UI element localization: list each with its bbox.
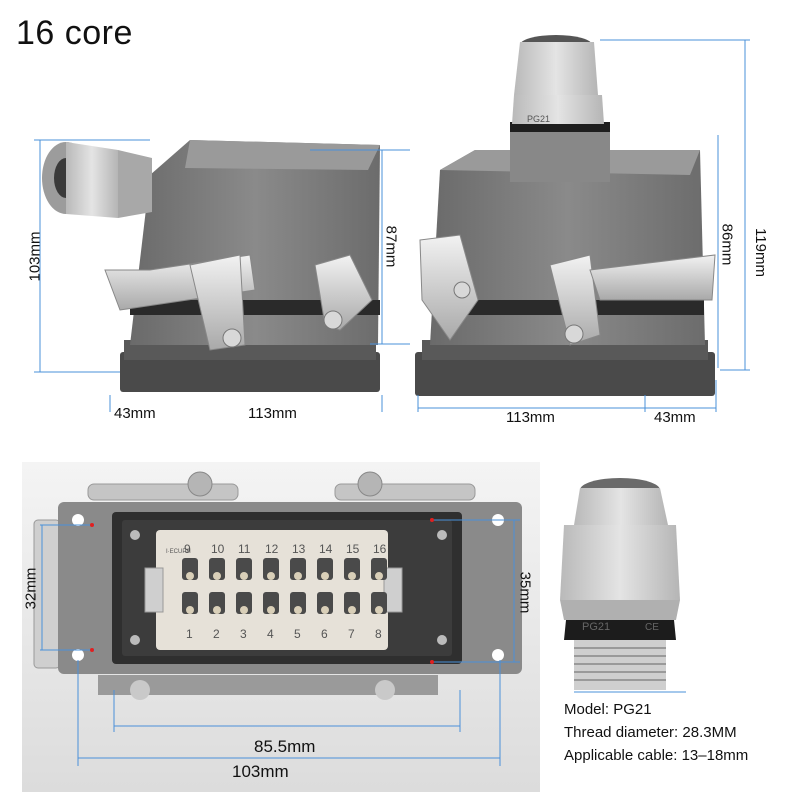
spec-model: Model: PG21 [564, 701, 652, 718]
pin-number-top: 14 [319, 542, 333, 556]
gland-mark: CE [645, 622, 659, 633]
pin-number-top: 13 [292, 542, 306, 556]
contact-slot [182, 592, 198, 614]
pin-number-bottom: 1 [186, 627, 193, 641]
left-gland-icon [42, 142, 152, 218]
face-view [33, 471, 522, 700]
dim-right-gland: 43mm [654, 409, 696, 426]
spec-cable: Applicable cable: 13–18mm [564, 747, 749, 764]
contact-slot [263, 592, 279, 614]
dim-face-pin-spacing: 32mm [22, 567, 40, 610]
contact-slot [263, 558, 279, 580]
pin-number-bottom: 6 [321, 627, 328, 641]
left-connector [42, 140, 380, 392]
contact-pin [186, 572, 194, 580]
dim-right-total-height: 119mm [751, 228, 769, 277]
contact-pin [294, 572, 302, 580]
gland-specs: Model: PG21 Thread diameter: 28.3MM Appl… [564, 698, 748, 767]
contact-pin [240, 606, 248, 614]
pin-number-bottom: 3 [240, 627, 247, 641]
insert-brand: I·ECUPH [166, 549, 191, 555]
right-connector [415, 35, 716, 396]
contact-slot [209, 558, 225, 580]
contact-slot [317, 592, 333, 614]
contact-pin [321, 606, 329, 614]
dim-left-height: 103mm [26, 231, 44, 282]
dim-left-width: 113mm [248, 405, 297, 422]
page-title: 16 core [16, 14, 133, 52]
contact-pin [267, 572, 275, 580]
dim-face-inner-width: 85.5mm [254, 737, 316, 756]
contact-slot [344, 558, 360, 580]
pin-number-top: 11 [238, 542, 251, 556]
contact-slot [236, 558, 252, 580]
contact-slot [182, 558, 198, 580]
contact-pin [213, 606, 221, 614]
pin-number-bottom: 5 [294, 627, 301, 641]
pin-number-bottom: 8 [375, 627, 382, 641]
contact-slot [371, 558, 387, 580]
dim-left-box-height: 87mm [382, 225, 400, 268]
contact-slot [371, 592, 387, 614]
pin-number-top: 10 [211, 542, 225, 556]
contact-slot [290, 558, 306, 580]
dim-left-gland: 43mm [114, 405, 156, 422]
dim-right-width: 113mm [506, 409, 555, 426]
contact-slot [290, 592, 306, 614]
pin-number-bottom: 7 [348, 627, 355, 641]
pin-number-top: 16 [373, 542, 387, 556]
contact-slot [236, 592, 252, 614]
contact-pin [213, 572, 221, 580]
gland-label: PG21 [582, 621, 610, 633]
pin-number-top: 15 [346, 542, 360, 556]
contact-pin [240, 572, 248, 580]
spec-thread: Thread diameter: 28.3MM [564, 724, 737, 741]
contact-pin [375, 572, 383, 580]
contact-slot [209, 592, 225, 614]
marker-dots [90, 518, 434, 664]
dimension-lines [34, 39, 750, 766]
contact-pin [348, 606, 356, 614]
pin-number-bottom: 4 [267, 627, 274, 641]
pin-number-top: 9 [184, 542, 191, 556]
contact-pin [186, 606, 194, 614]
pin-number-bottom: 2 [213, 627, 220, 641]
dim-face-total-width: 103mm [232, 762, 289, 781]
contact-pin [294, 606, 302, 614]
contact-slot [317, 558, 333, 580]
pg21-gland-icon [560, 478, 680, 690]
contact-pin [348, 572, 356, 580]
top-gland-label: PG21 [527, 114, 550, 124]
contact-pin [375, 606, 383, 614]
dim-face-inner-height: 35mm [516, 571, 534, 614]
pin-number-top: 12 [265, 542, 279, 556]
contact-pin [267, 606, 275, 614]
contact-slot [344, 592, 360, 614]
right-gland-icon [512, 35, 604, 124]
dim-right-box-height: 86mm [718, 223, 736, 266]
contact-pin [321, 572, 329, 580]
